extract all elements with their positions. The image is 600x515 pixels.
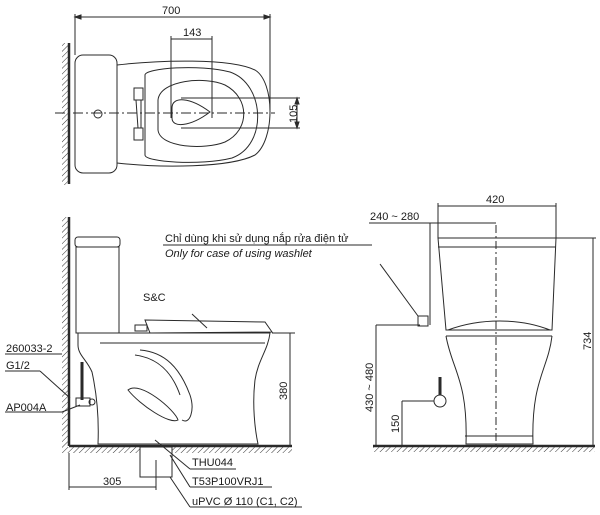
- dim-width: 420: [486, 194, 505, 206]
- dim-valve-height: 150: [390, 414, 402, 433]
- note-vietnamese: Chỉ dùng khi sử dụng nắp rửa điện tử: [165, 233, 349, 245]
- side-view: [5, 217, 302, 508]
- callout-drain-pipe: uPVC Ø 110 (C1, C2): [192, 496, 298, 508]
- dim-socket-height: 430 ~ 480: [364, 362, 376, 412]
- note-english: Only for case of using washlet: [165, 248, 312, 260]
- callout-hose: 260033-2: [6, 343, 53, 355]
- dim-overall-length: 700: [162, 5, 181, 17]
- callout-thread: G1/2: [6, 360, 30, 372]
- dim-offset: 105: [288, 104, 300, 123]
- dim-outlet-offset: 240 ~ 280: [370, 211, 420, 223]
- callout-outlet-part: T53P100VRJ1: [192, 476, 264, 488]
- seat-label: S&C: [143, 292, 166, 304]
- dim-bowl-opening: 143: [183, 27, 202, 39]
- dim-outlet-distance: 305: [103, 476, 122, 488]
- callout-valve: AP004A: [6, 402, 47, 414]
- dim-total-height: 734: [582, 331, 594, 350]
- callout-flange: THU044: [192, 457, 233, 469]
- front-view: [369, 203, 596, 452]
- top-view: [55, 14, 300, 185]
- dim-rim-height: 380: [278, 381, 290, 400]
